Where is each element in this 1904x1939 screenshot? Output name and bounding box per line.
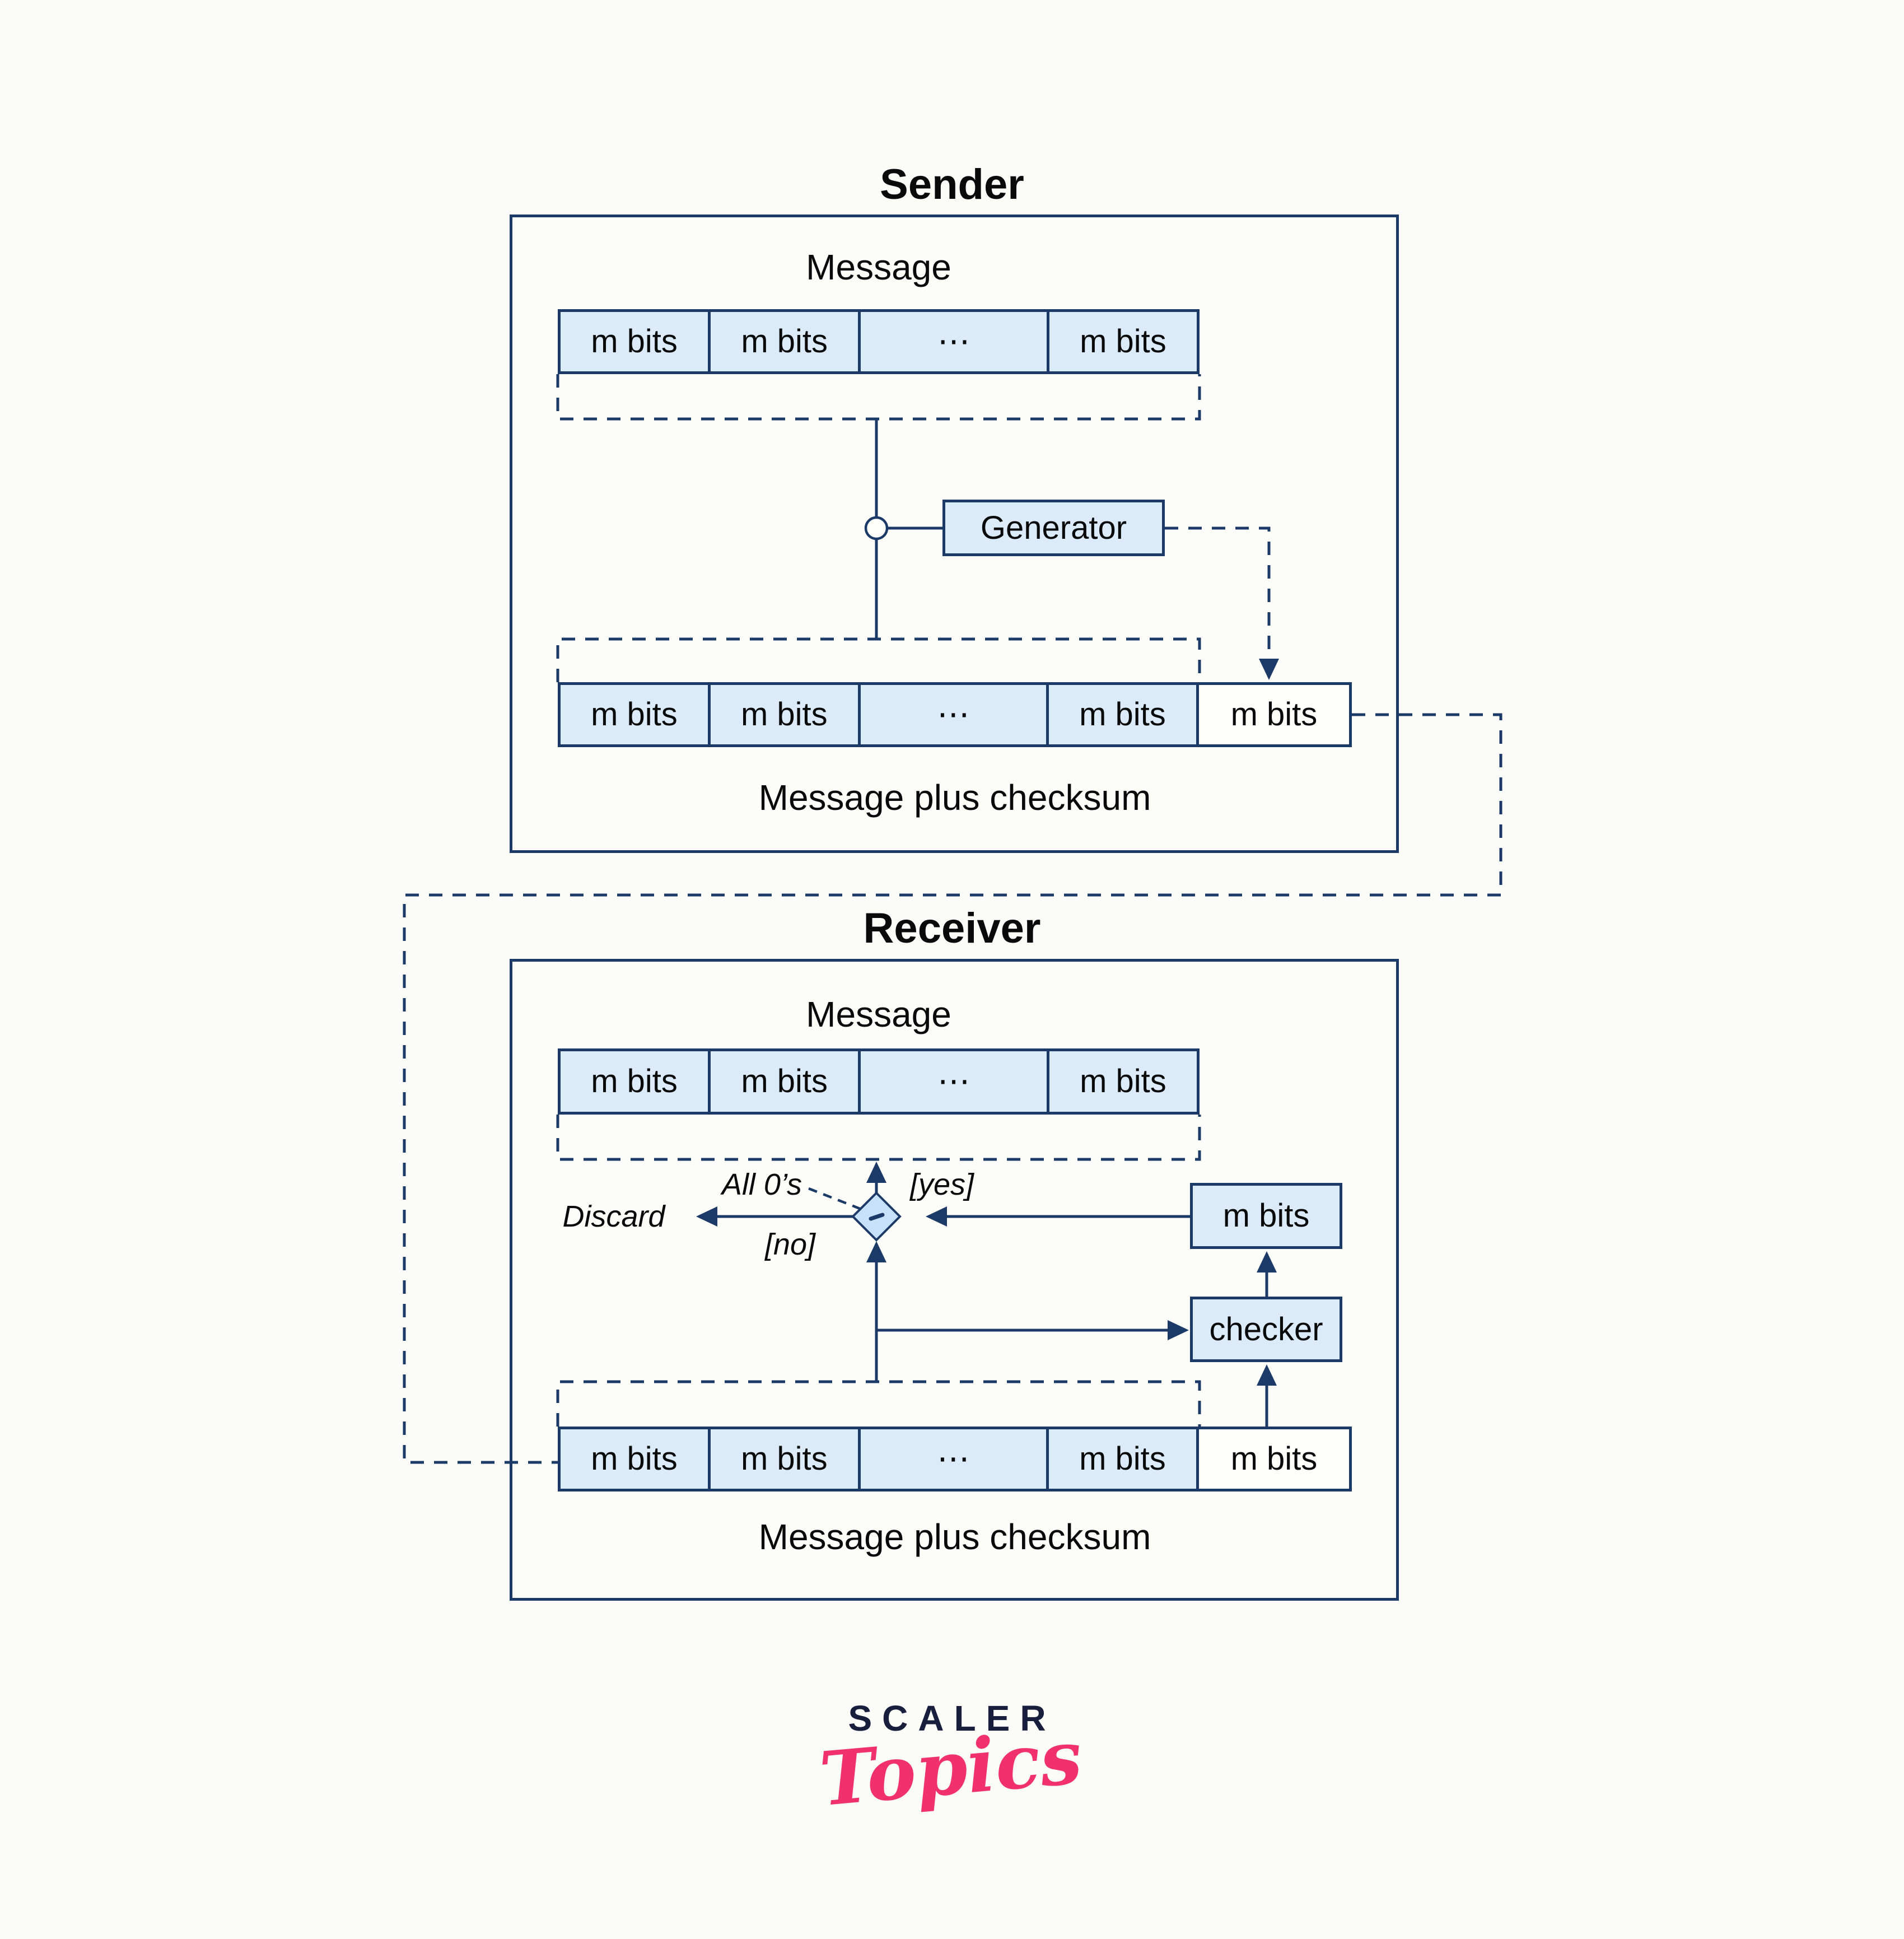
message-cell: m bits — [1048, 685, 1199, 744]
receiver-caption: Message plus checksum — [758, 1517, 1151, 1557]
receiver-title: Receiver — [863, 905, 1041, 952]
message-cell: m bits — [711, 312, 861, 371]
receiver-message-label: Message — [806, 994, 951, 1034]
message-cell: m bits — [710, 1429, 861, 1489]
message-cell-ellipsis: ⋯ — [861, 312, 1049, 371]
message-cell: m bits — [561, 1051, 711, 1112]
message-cell: m bits — [1049, 1051, 1197, 1112]
message-cell: m bits — [561, 312, 711, 371]
discard-label: Discard — [562, 1200, 665, 1233]
sender-checksum-row: m bits m bits ⋯ m bits m bits — [558, 682, 1352, 747]
message-cell-ellipsis: ⋯ — [860, 1429, 1049, 1489]
sender-title: Sender — [880, 161, 1024, 208]
yes-label: [yes] — [909, 1168, 974, 1201]
message-cell-ellipsis: ⋯ — [860, 685, 1049, 744]
scaler-logo-brand: SCALER — [848, 1698, 1056, 1738]
sender-message-label: Message — [806, 247, 951, 287]
message-cell: m bits — [1049, 312, 1197, 371]
message-cell: m bits — [710, 685, 861, 744]
receiver-message-row: m bits m bits ⋯ m bits — [558, 1048, 1200, 1115]
checksum-cell: m bits — [1198, 685, 1349, 744]
all-zeros-label: All 0’s — [721, 1168, 802, 1201]
scaler-logo-product: Topics — [816, 1713, 1085, 1824]
no-label: [no] — [764, 1228, 816, 1261]
checksum-cell: m bits — [1198, 1429, 1349, 1489]
message-cell: m bits — [561, 1429, 711, 1489]
checksum-holder-box: m bits — [1190, 1183, 1342, 1249]
checker-box: checker — [1190, 1297, 1342, 1362]
generator-box: Generator — [942, 500, 1165, 556]
message-cell: m bits — [711, 1051, 861, 1112]
sender-message-row: m bits m bits ⋯ m bits — [558, 309, 1200, 374]
message-cell-ellipsis: ⋯ — [861, 1051, 1049, 1112]
receiver-checksum-row: m bits m bits ⋯ m bits m bits — [558, 1427, 1352, 1491]
sender-caption: Message plus checksum — [758, 777, 1151, 818]
message-cell: m bits — [1048, 1429, 1199, 1489]
message-cell: m bits — [561, 685, 711, 744]
